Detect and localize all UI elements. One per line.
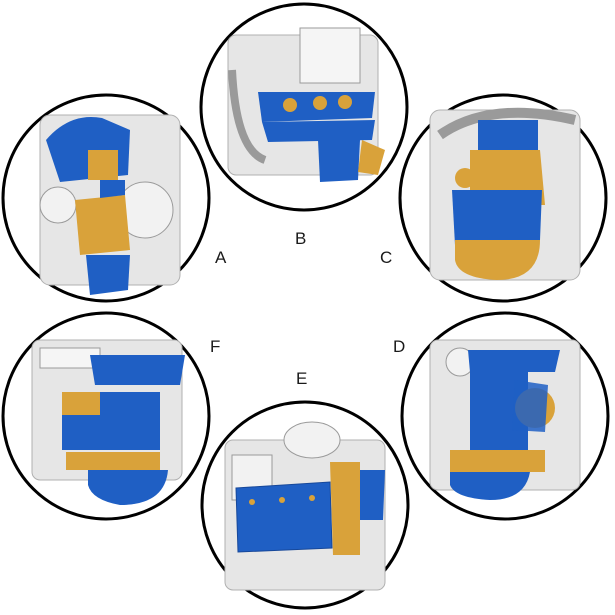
view-d-engine-illustration	[429, 339, 581, 500]
view-e: E	[200, 369, 410, 610]
view-a-label: A	[215, 248, 227, 267]
view-e-label: E	[296, 369, 307, 388]
view-f: F	[1, 311, 220, 521]
view-c-engine-illustration	[429, 107, 581, 281]
view-c: C	[380, 93, 608, 303]
view-b: B	[199, 2, 409, 248]
view-a: A	[1, 93, 227, 303]
view-e-engine-illustration	[224, 421, 386, 591]
view-c-label: C	[380, 248, 392, 267]
view-f-label: F	[210, 337, 220, 356]
view-f-engine-illustration	[31, 339, 185, 505]
view-d: D	[393, 311, 610, 521]
view-d-label: D	[393, 337, 405, 356]
view-b-label: B	[295, 229, 306, 248]
view-a-engine-illustration	[39, 114, 181, 295]
view-b-engine-illustration	[227, 27, 385, 182]
